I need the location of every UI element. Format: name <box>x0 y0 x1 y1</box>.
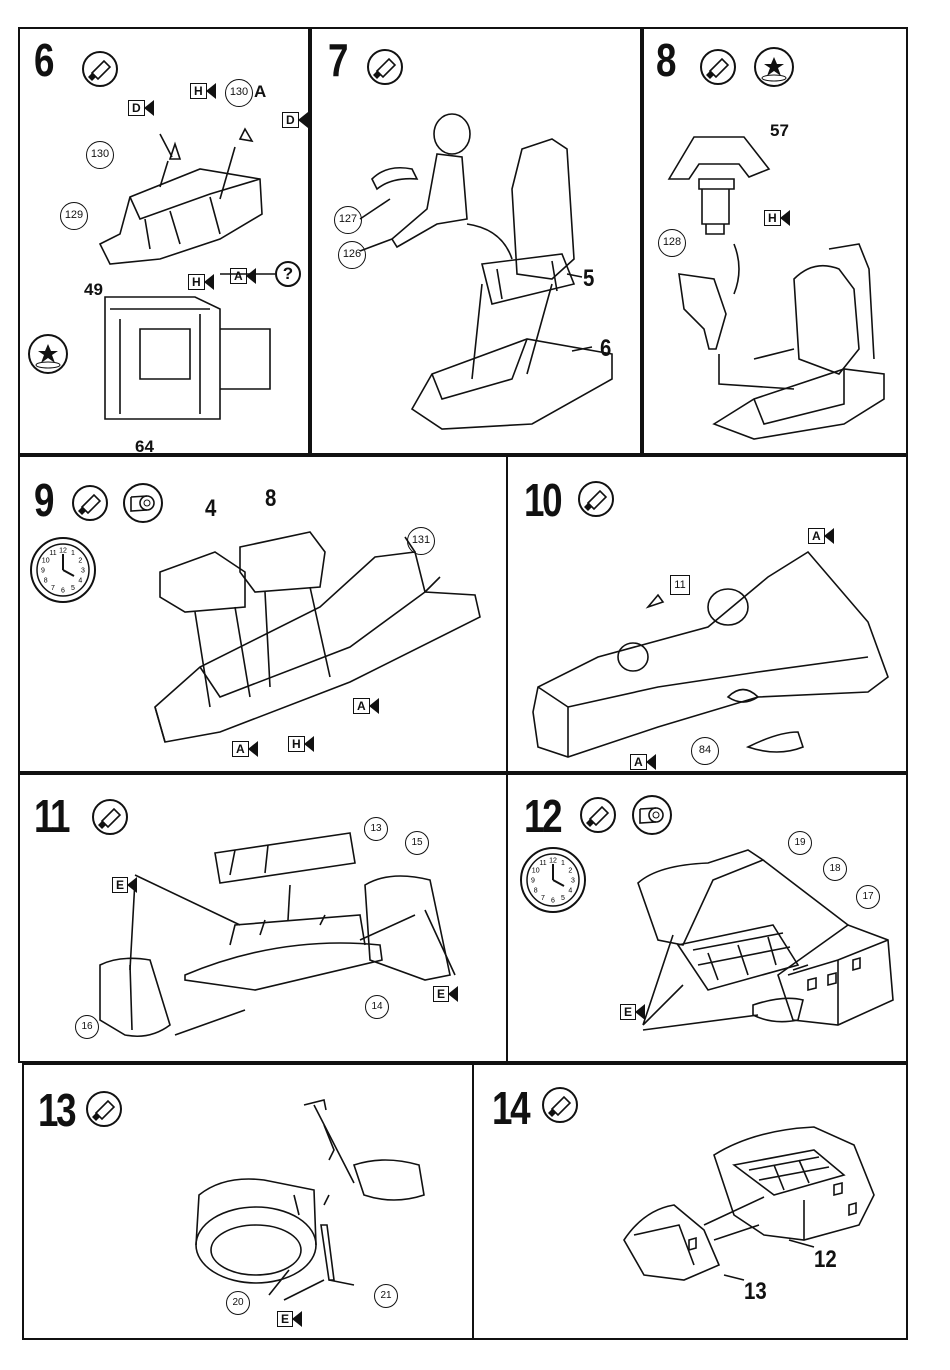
rear-cockpit-drawing <box>508 775 910 1065</box>
pilot-seat-drawing <box>312 29 644 457</box>
step-7-panel: 7 127 126 5 6 <box>310 27 642 455</box>
cockpit-tub-drawing <box>20 29 312 457</box>
step-8-panel: 8 57 128 H <box>642 27 908 455</box>
fuselage-drawing <box>20 457 510 775</box>
nose-section-drawing <box>508 457 910 775</box>
step-11-panel: 11 13 15 14 16 E E <box>18 773 508 1063</box>
step-6-panel: 6 130 A 130 129 D H D H A ? 49 64 <box>18 27 310 455</box>
cockpit-assembly-drawing <box>474 1065 910 1342</box>
control-stick-drawing <box>24 1065 476 1342</box>
cockpit-floor-drawing <box>20 775 510 1065</box>
canopy-seat-drawing <box>644 29 910 457</box>
step-10-panel: 10 11 A A 84 <box>506 455 908 773</box>
step-13-panel: 13 20 21 E <box>22 1063 474 1340</box>
step-14-panel: 14 12 13 <box>472 1063 908 1340</box>
